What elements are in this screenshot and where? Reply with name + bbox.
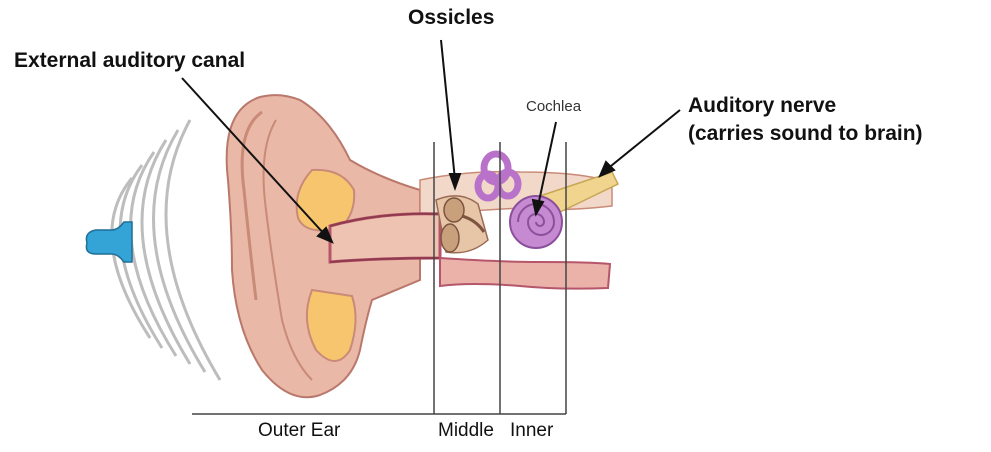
label-auditory-nerve-description: (carries sound to brain) — [688, 122, 923, 146]
external-auditory-canal — [330, 214, 440, 262]
earplug-icon — [86, 222, 132, 262]
label-inner-ear: Inner — [510, 420, 553, 442]
label-outer-ear: Outer Ear — [258, 420, 340, 442]
label-ossicles: Ossicles — [408, 6, 494, 30]
label-cochlea: Cochlea — [526, 98, 581, 115]
eustachian-tube — [440, 258, 610, 289]
label-external-auditory-canal: External auditory canal — [14, 49, 245, 73]
arrow-auditory-nerve — [606, 110, 680, 170]
label-auditory-nerve: Auditory nerve — [688, 94, 836, 118]
label-middle-ear: Middle — [438, 420, 494, 442]
arrow-ossicles — [441, 40, 455, 180]
